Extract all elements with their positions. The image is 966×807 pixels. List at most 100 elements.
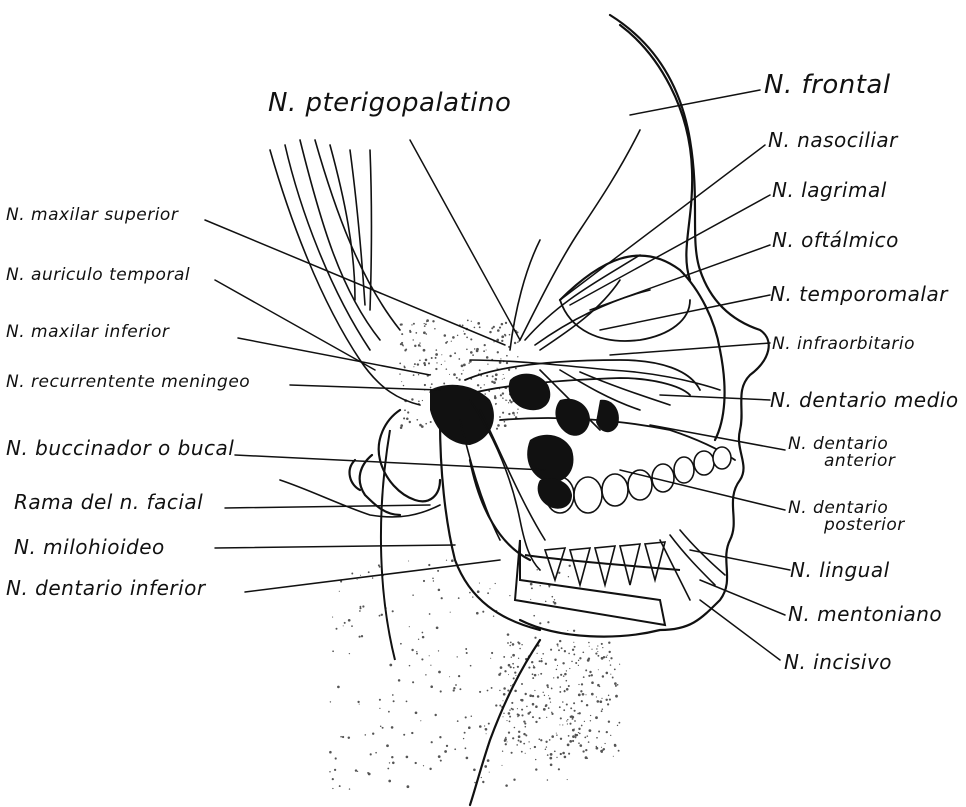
stipple-dot xyxy=(614,744,616,746)
stipple-dot xyxy=(536,569,537,570)
stipple-dot xyxy=(568,735,570,737)
stipple-dot xyxy=(597,655,599,657)
stipple-dot xyxy=(562,662,564,664)
neck-lines xyxy=(381,430,395,660)
stipple-dot xyxy=(554,750,556,752)
stipple-dot xyxy=(585,694,586,695)
stipple-dot xyxy=(503,713,504,714)
stipple-dot xyxy=(441,364,442,365)
stipple-dot xyxy=(457,335,458,336)
stipple-dot xyxy=(508,664,511,667)
stipple-dot xyxy=(382,727,384,729)
stipple-dot xyxy=(596,737,598,739)
stipple-dot xyxy=(403,417,405,419)
stipple-dot xyxy=(435,353,438,356)
stipple-dot xyxy=(541,658,542,659)
stipple-dot xyxy=(578,660,579,661)
stipple-dot xyxy=(399,363,401,365)
stipple-dot xyxy=(558,768,560,770)
stipple-dot xyxy=(470,338,472,340)
stipple-dot xyxy=(588,642,590,644)
stipple-dot xyxy=(543,708,546,711)
stipple-dot xyxy=(378,564,380,566)
stipple-dot xyxy=(539,622,541,624)
stipple-dot xyxy=(595,716,598,719)
stipple-dot xyxy=(579,712,581,714)
stipple-dot xyxy=(589,671,591,673)
stipple-dot xyxy=(511,657,512,658)
stipple-dot xyxy=(474,348,475,349)
stipple-dot xyxy=(549,739,551,741)
stipple-dot xyxy=(517,708,518,709)
stipple-dot xyxy=(573,630,575,632)
stipple-dot xyxy=(449,355,451,357)
stipple-dot xyxy=(618,722,620,724)
stipple-dot xyxy=(429,655,430,656)
stipple-dot xyxy=(566,688,569,691)
stipple-dot xyxy=(513,667,515,669)
stipple-dot xyxy=(479,369,481,371)
stipple-dot xyxy=(619,664,620,665)
stipple-dot xyxy=(429,613,431,615)
stipple-dot xyxy=(566,720,567,721)
label-oftalmico: N. oftálmico xyxy=(772,228,899,252)
stipple-dot xyxy=(514,671,516,673)
stipple-dot xyxy=(573,653,575,655)
stipple-dot xyxy=(508,369,510,371)
stipple-dot xyxy=(530,748,531,749)
stipple-dot xyxy=(528,667,530,669)
stipple-dot xyxy=(613,756,614,757)
stipple-dot xyxy=(405,349,407,351)
stipple-dot xyxy=(559,691,561,693)
stipple-dot xyxy=(430,387,432,389)
stipple-dot xyxy=(572,649,574,651)
stipple-dot xyxy=(506,400,507,401)
stipple-dot xyxy=(450,612,451,613)
stipple-dot xyxy=(549,586,551,588)
stipple-dot xyxy=(559,724,560,725)
stipple-dot xyxy=(523,743,525,745)
stipple-dot xyxy=(570,716,572,718)
stipple-dot xyxy=(409,665,411,667)
stipple-dot xyxy=(575,735,577,737)
stipple-dot xyxy=(567,719,568,720)
stipple-dot xyxy=(375,752,377,754)
stipple-dot xyxy=(550,701,551,702)
stipple-dot xyxy=(512,643,515,646)
stipple-dot xyxy=(479,326,481,328)
stipple-dot xyxy=(466,652,468,654)
stipple-dot xyxy=(334,769,336,771)
stipple-dot xyxy=(567,744,570,747)
stipple-dot xyxy=(509,334,511,336)
stipple-dot xyxy=(575,737,577,739)
stipple-dot xyxy=(503,687,506,690)
stipple-dot xyxy=(419,424,422,427)
stipple-dot xyxy=(517,409,518,410)
stipple-dot xyxy=(502,716,503,717)
label-mentoniano: N. mentoniano xyxy=(788,602,942,626)
stipple-dot xyxy=(422,632,424,634)
stipple-dot xyxy=(465,648,467,650)
stipple-dot xyxy=(511,702,513,704)
stipple-dot xyxy=(440,760,442,762)
stipple-dot xyxy=(430,421,432,423)
stipple-dot xyxy=(560,738,562,740)
stipple-dot xyxy=(566,680,568,682)
stipple-dot xyxy=(568,576,569,577)
stipple-dot xyxy=(495,404,496,405)
stipple-dot xyxy=(446,341,448,343)
stipple-dot xyxy=(500,666,503,669)
stipple-dot xyxy=(458,675,460,677)
stipple-dot xyxy=(512,663,514,665)
stipple-dot xyxy=(436,362,437,363)
stipple-dot xyxy=(451,559,454,562)
stipple-dot xyxy=(533,615,535,617)
stipple-dot xyxy=(519,648,521,650)
stipple-dot xyxy=(330,701,331,702)
stipple-dot xyxy=(532,716,534,718)
stipple-dot xyxy=(503,693,506,696)
stipple-dot xyxy=(505,322,507,324)
stipple-dot xyxy=(414,345,416,347)
stipple-dot xyxy=(425,423,427,425)
stipple-dot xyxy=(493,615,494,616)
